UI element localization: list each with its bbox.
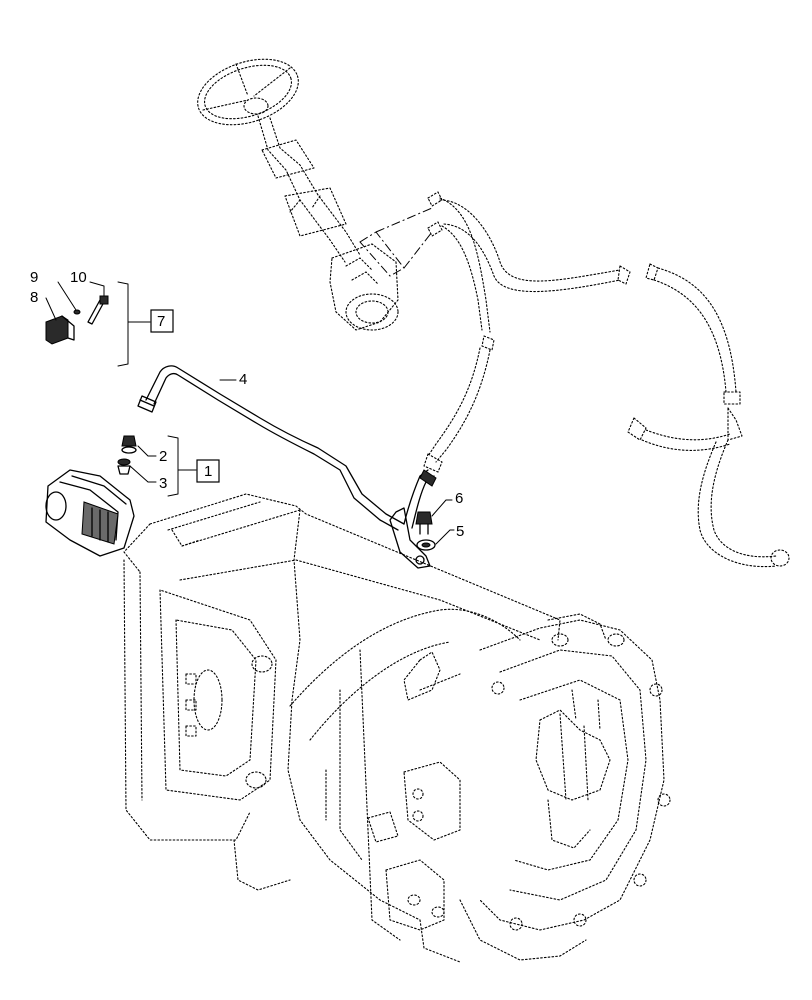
valve-block — [45, 469, 135, 557]
bolt-part-6 — [415, 511, 433, 535]
fitting-part-2 — [121, 435, 137, 454]
leader-lines — [45, 281, 455, 545]
callout-3: 3 — [159, 475, 167, 492]
steering-hoses — [423, 191, 790, 568]
tube-part-4 — [137, 365, 437, 569]
callout-box-7: 7 — [150, 309, 174, 333]
callout-5: 5 — [456, 523, 464, 540]
transmission-housing — [123, 493, 671, 963]
callout-box-1: 1 — [196, 459, 220, 483]
callout-6: 6 — [455, 490, 463, 507]
clip-part-8 — [45, 315, 75, 345]
callout-labels: 9 10 8 4 2 3 6 5 — [30, 269, 464, 540]
bolt-part-10 — [87, 295, 109, 325]
callout-1: 1 — [204, 463, 212, 480]
callout-2: 2 — [159, 448, 167, 465]
callout-10: 10 — [70, 269, 87, 286]
callout-7: 7 — [157, 313, 165, 330]
o-ring-part-3 — [117, 458, 131, 475]
callout-9: 9 — [30, 269, 38, 286]
washer-part-5 — [416, 539, 436, 551]
washer-part-9 — [73, 309, 81, 315]
callout-4: 4 — [239, 371, 247, 388]
callout-8: 8 — [30, 289, 38, 306]
steering-column — [197, 58, 433, 331]
